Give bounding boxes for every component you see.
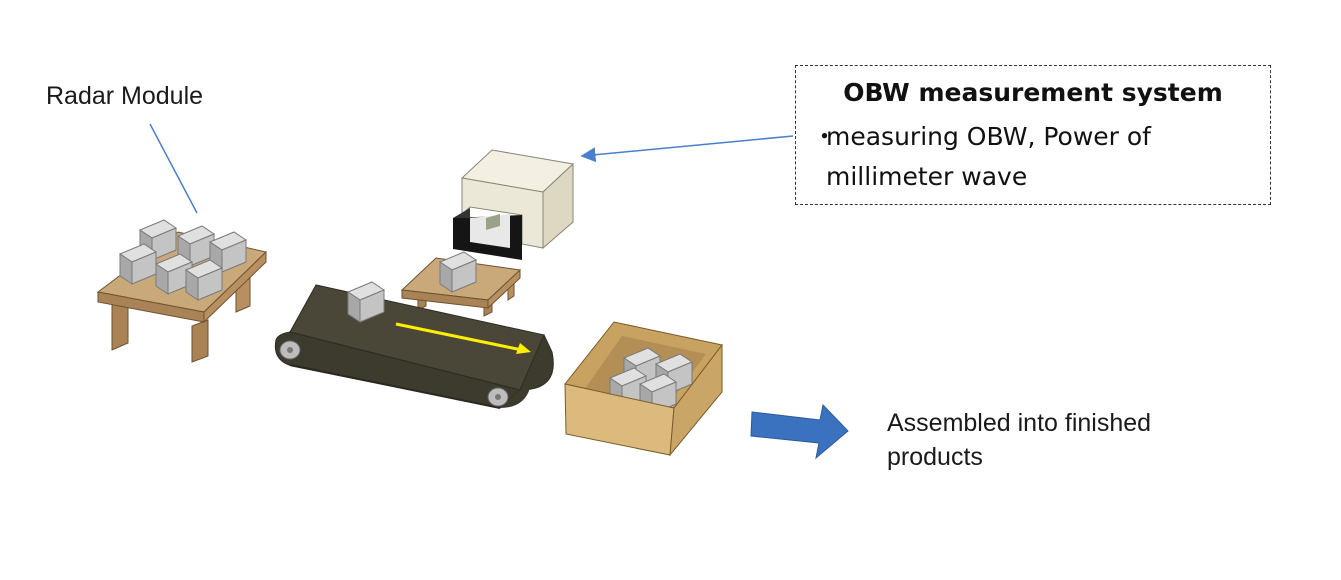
obw-description-text: measuring OBW, Power of millimeter wave [826,122,1151,191]
conveyor-belt [274,281,554,409]
direction-arrow [395,322,523,352]
obw-callout: OBW measurement system ・ measuring OBW, … [795,65,1271,205]
radar-module-label: Radar Module [46,82,204,110]
measurement-chamber [453,149,575,260]
bullet-icon: ・ [812,122,838,151]
output-box [564,321,723,457]
flow-arrow-icon [750,403,849,460]
radar-leader-line [149,123,198,214]
obw-description: ・ measuring OBW, Power of millimeter wav… [812,117,1252,197]
obw-leader-arrow [580,135,794,163]
obw-title: OBW measurement system [843,78,1223,107]
measurement-table [400,251,522,317]
module-table [96,219,268,363]
assembled-products-label: Assembled into finished products [887,409,1152,471]
